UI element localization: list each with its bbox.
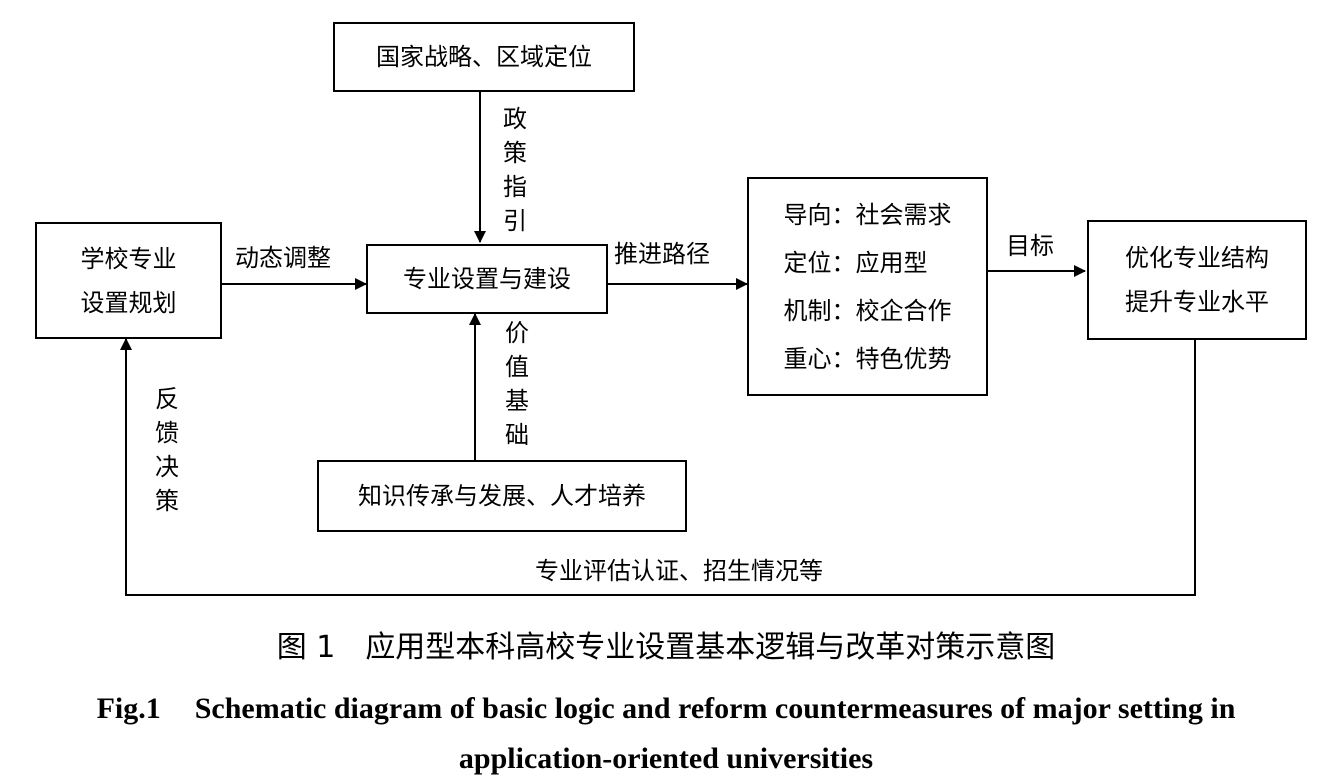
figure-number-en: Fig.1 bbox=[96, 692, 161, 725]
node-knowledge-text: 知识传承与发展、人才培养 bbox=[358, 482, 646, 510]
label-target: 目标 bbox=[1006, 232, 1054, 260]
figure-title-cn: 应用型本科高校专业设置基本逻辑与改革对策示意图 bbox=[365, 630, 1056, 665]
node-characteristics: 导向：社会需求 定位：应用型 机制：校企合作 重心：特色优势 bbox=[747, 177, 988, 396]
node-major-setting-text: 专业设置与建设 bbox=[403, 265, 571, 293]
node-characteristics-item-4: 重心：特色优势 bbox=[783, 344, 952, 373]
node-goal-line-2: 提升专业水平 bbox=[1125, 288, 1269, 316]
node-knowledge: 知识传承与发展、人才培养 bbox=[317, 460, 687, 532]
label-promotion-path: 推进路径 bbox=[614, 240, 710, 268]
label-feedback-decision: 反馈决策 bbox=[155, 385, 179, 515]
node-goal: 优化专业结构 提升专业水平 bbox=[1087, 220, 1307, 340]
node-national-strategy-text: 国家战略、区域定位 bbox=[376, 43, 592, 71]
figure-number-cn: 图 1 bbox=[276, 630, 336, 665]
node-characteristics-item-1: 导向：社会需求 bbox=[783, 200, 952, 229]
node-school-planning: 学校专业 设置规划 bbox=[35, 222, 222, 339]
figure-caption-en: Fig.1 Schematic diagram of basic logic an… bbox=[40, 684, 1292, 784]
node-national-strategy: 国家战略、区域定位 bbox=[333, 22, 635, 92]
connector-lines bbox=[120, 92, 1196, 596]
node-school-planning-line-2: 设置规划 bbox=[80, 288, 177, 317]
figure-title-en: Schematic diagram of basic logic and ref… bbox=[194, 692, 1236, 775]
label-policy-guidance: 政策指引 bbox=[503, 105, 527, 235]
node-goal-line-1: 优化专业结构 bbox=[1125, 244, 1269, 272]
figure-caption-cn: 图 1 应用型本科高校专业设置基本逻辑与改革对策示意图 bbox=[0, 628, 1332, 668]
arrow-feedback-loop bbox=[120, 338, 1196, 596]
node-characteristics-item-3: 机制：校企合作 bbox=[783, 296, 952, 325]
node-characteristics-item-2: 定位：应用型 bbox=[783, 248, 928, 277]
label-value-basis: 价值基础 bbox=[505, 319, 529, 449]
node-major-setting: 专业设置与建设 bbox=[366, 244, 608, 314]
label-dynamic-adjustment: 动态调整 bbox=[235, 244, 331, 272]
label-evaluation: 专业评估认证、招生情况等 bbox=[535, 557, 823, 585]
node-school-planning-line-1: 学校专业 bbox=[80, 244, 177, 273]
